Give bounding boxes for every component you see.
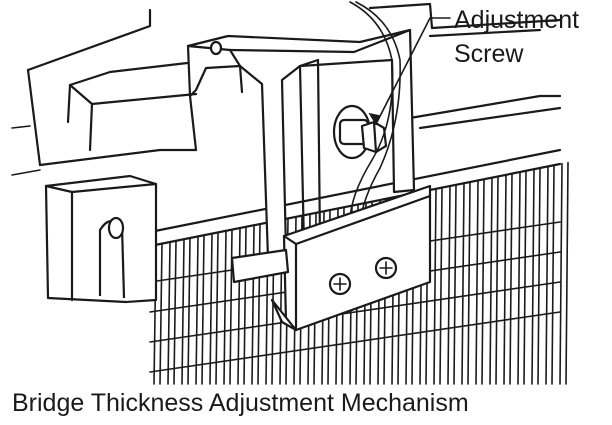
grille-bar [545, 165, 549, 385]
grille-bar [223, 230, 227, 385]
grille-bar [251, 224, 255, 385]
grille-bar [523, 170, 527, 385]
grille-bar [173, 240, 177, 385]
grille-bar [229, 229, 233, 385]
grille-bar [537, 167, 541, 385]
grille-bar [257, 223, 261, 385]
grille-bar [565, 161, 569, 385]
grille-bar [495, 175, 499, 385]
adjustment-plate [230, 184, 432, 332]
slotted-block [44, 174, 158, 304]
grille-bar [467, 181, 471, 385]
grille-bar [149, 281, 561, 343]
grille-bar [181, 238, 185, 385]
grille-bar [439, 187, 443, 385]
machine-frame [11, 2, 562, 176]
grille-bar [237, 227, 241, 385]
wire [349, 1, 401, 225]
grille-bar [503, 174, 507, 385]
grille-bar [195, 235, 199, 385]
grille-bar [215, 231, 219, 385]
grille-bar [159, 243, 163, 385]
grille-bar [475, 179, 479, 385]
grille-bar [209, 232, 213, 385]
grille-bar [509, 173, 513, 385]
u-bracket [186, 28, 416, 260]
grille-bar [149, 311, 561, 373]
grille [148, 148, 569, 385]
grille-bar [243, 226, 247, 385]
grille-bar [531, 168, 535, 385]
callout-leader [368, 17, 451, 126]
grille-bar [201, 234, 205, 385]
grille-bar [447, 185, 451, 385]
figure-caption: Bridge Thickness Adjustment Mechanism [12, 389, 469, 417]
grille-bar [489, 176, 493, 385]
grille-bar [461, 182, 465, 385]
callout-label: Screw [454, 40, 524, 68]
grille-bar [453, 184, 457, 385]
grille-bar [148, 148, 562, 234]
grille-bar [559, 162, 563, 385]
grille-bar [167, 241, 171, 385]
grille-bar [187, 237, 191, 385]
grille-bar [551, 164, 555, 385]
grille-bar [517, 171, 521, 385]
grille-bar [433, 188, 437, 385]
callout-label: Adjustment [454, 6, 580, 34]
grille-bar [481, 178, 485, 385]
